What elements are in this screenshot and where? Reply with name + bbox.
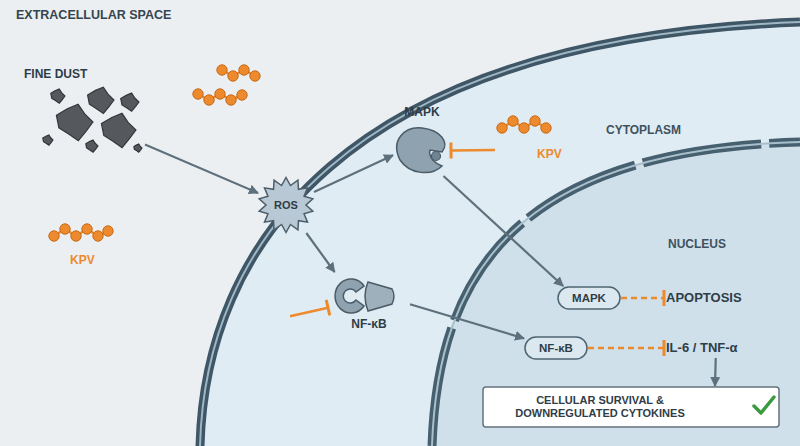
dust-particle [56, 104, 93, 140]
transcription-factor: NF-κB [328, 272, 410, 334]
envelope-inner-line [432, 142, 800, 446]
amino-acid [530, 116, 540, 126]
dust-particle [121, 93, 139, 111]
binding-site [432, 152, 441, 161]
signal-arrow [314, 155, 393, 192]
amino-acid [193, 89, 203, 99]
amino-acid [103, 226, 113, 236]
amino-acid [82, 224, 92, 234]
node-text: KPV [537, 148, 562, 162]
signal-arrow [714, 358, 717, 386]
nuclear-pill-shape [558, 287, 620, 309]
amino-acid [541, 123, 551, 133]
signal-arrow [145, 145, 258, 193]
amino-acid [239, 65, 249, 75]
inhibition-line [621, 297, 664, 300]
node-text: APOPTOSIS [666, 291, 742, 306]
kinase-protein: MAPK [393, 104, 451, 176]
node-text: ROS [258, 199, 314, 212]
node-text: MAPK [393, 106, 451, 120]
amino-acid [71, 231, 81, 241]
node-text: MAPK [557, 292, 621, 305]
pill-outline [558, 287, 620, 309]
amino-acid [93, 231, 103, 241]
region-label: EXTRACELLULAR SPACE [16, 8, 171, 22]
fine-dust-node-shape [43, 87, 142, 152]
nucleus-shape [432, 142, 800, 446]
nuclear-pill: MAPK [557, 286, 621, 310]
amino-acid [237, 90, 247, 100]
amino-acid [217, 65, 227, 75]
dust-particle [101, 113, 136, 147]
kpv-peptide [49, 224, 113, 241]
node-text: IL-6 / TNF-α [666, 341, 738, 356]
cell-body-shape [200, 22, 800, 446]
inhibition-line [588, 347, 664, 350]
dust-particle [88, 87, 114, 113]
membrane-inner-line [200, 22, 800, 446]
cell-body: CYTOPLASM ROS KPV MAPK NF-κB NUCLEUS MAPK APOPT… [190, 12, 800, 446]
dust-particle [43, 135, 53, 145]
node-text: NUCLEUS [668, 238, 726, 252]
nuclear-envelope [432, 142, 800, 446]
ros-star: ROS [258, 177, 314, 233]
peptide-label: KPV [70, 254, 95, 268]
check-mark [754, 397, 774, 413]
nucleus: NUCLEUS MAPK APOPTOSIS NF-κB IL-6 / TNF-αCEL… [424, 134, 800, 446]
node-text: NF-κB [524, 342, 588, 355]
result-box: CELLULAR SURVIVAL & DOWNREGULATED CYTOKI… [482, 386, 780, 428]
amino-acid [215, 89, 225, 99]
effect-text: APOPTOSIS [664, 288, 768, 308]
node-text: CELLULAR SURVIVAL & DOWNREGULATED CYTOKI… [500, 394, 700, 419]
kpv-peptide-node-shape [497, 116, 551, 133]
kpv-peptide [193, 89, 247, 105]
amino-acid [226, 95, 236, 105]
subunit-p50 [335, 279, 364, 313]
cytoplasm-fill [200, 22, 800, 446]
kinase-protein-shape [397, 128, 445, 173]
amino-acid [228, 71, 238, 81]
result-box-shape [483, 387, 779, 427]
dust-particle [51, 89, 65, 103]
effect-text: IL-6 / TNF-α [664, 338, 768, 358]
nuclear-pill-shape [525, 337, 587, 359]
amino-acid [60, 224, 70, 234]
amino-acid [519, 123, 529, 133]
signal-arrow [410, 304, 524, 338]
dust-particle [86, 140, 98, 152]
transcription-factor-shape [335, 279, 394, 313]
fine-dust-node: FINE DUST [20, 66, 145, 160]
cell-membrane [200, 22, 800, 446]
subunit-p65 [365, 282, 394, 311]
kpv-peptide [217, 65, 260, 81]
signal-arrow [443, 176, 563, 286]
node-text: CYTOPLASM [606, 124, 681, 138]
kinase-body [397, 128, 445, 173]
node-text: NF-κB [328, 318, 410, 332]
inhibition-line [290, 308, 328, 317]
amino-acid [204, 95, 214, 105]
result-outline [483, 387, 779, 427]
dust-particle [134, 144, 142, 152]
amino-acid [49, 231, 59, 241]
kpv-peptide-node-graphic [495, 112, 575, 170]
amino-acid [250, 71, 260, 81]
amino-acid [508, 116, 518, 126]
nucleoplasm [432, 142, 800, 446]
inhibition-line [451, 149, 495, 152]
signal-arrow [306, 233, 334, 272]
amino-acid [497, 123, 507, 133]
node-text: FINE DUST [24, 68, 87, 82]
kpv-peptide-node: KPV [495, 112, 575, 170]
pill-outline [525, 337, 587, 359]
nuclear-pill: NF-κB [524, 336, 588, 360]
